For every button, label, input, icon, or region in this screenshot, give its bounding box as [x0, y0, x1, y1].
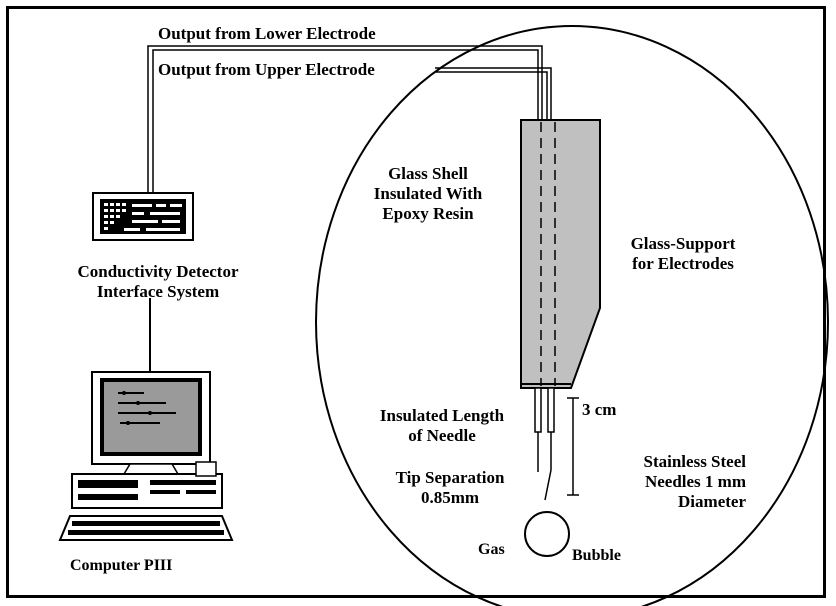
label-insulated-length: Insulated Length of Needle [362, 406, 522, 446]
upper-electrode-wire-inner [435, 71, 548, 120]
label-glass-shell-line1: Glass Shell [388, 164, 468, 183]
detector-interface-box [92, 192, 194, 241]
needle-tip-right-bend [544, 469, 552, 501]
lower-electrode-wire-inner [152, 49, 539, 193]
label-stainless-needles: Stainless Steel Needles 1 mm Diameter [582, 452, 746, 512]
label-detector-line2: Interface System [96, 282, 220, 301]
probe-enclosure-ellipse [315, 25, 829, 606]
label-output-upper-electrode: Output from Upper Electrode [158, 60, 375, 79]
label-tip-line2: 0.85mm [420, 488, 480, 507]
label-glass-shell: Glass Shell Insulated With Epoxy Resin [348, 164, 508, 224]
label-conductivity-detector: Conductivity Detector Interface System [38, 262, 278, 302]
label-tip-separation: Tip Separation 0.85mm [370, 468, 530, 508]
label-glass-support-line2: for Electrodes [632, 254, 734, 273]
upper-electrode-wire-outer [435, 67, 552, 120]
label-computer: Computer PIII [70, 557, 173, 574]
label-glass-support: Glass-Support for Electrodes [598, 234, 768, 274]
needle-sleeve-left [534, 387, 542, 433]
label-glass-shell-line2: Insulated With [373, 184, 483, 203]
label-glass-shell-line3: Epoxy Resin [382, 204, 474, 223]
label-gas: Gas [478, 541, 505, 558]
label-bubble: Bubble [572, 547, 621, 564]
label-detector-line1: Conductivity Detector [77, 262, 239, 281]
computer-illustration [58, 371, 234, 541]
label-needles-line2: Needles 1 mm [644, 472, 746, 491]
glass-support [520, 119, 601, 389]
label-insulated-line2: of Needle [408, 426, 476, 445]
label-tip-line1: Tip Separation [395, 468, 505, 487]
needle-sleeve-right [547, 387, 555, 433]
lower-electrode-wire-outer [147, 45, 543, 193]
label-needles-line1: Stainless Steel [643, 452, 746, 471]
label-needles-line3: Diameter [678, 492, 746, 511]
label-three-cm: 3 cm [582, 400, 617, 419]
label-output-lower-electrode: Output from Lower Electrode [158, 24, 376, 43]
label-glass-support-line1: Glass-Support [630, 234, 736, 253]
label-insulated-line1: Insulated Length [379, 406, 505, 425]
gas-bubble [524, 511, 570, 557]
